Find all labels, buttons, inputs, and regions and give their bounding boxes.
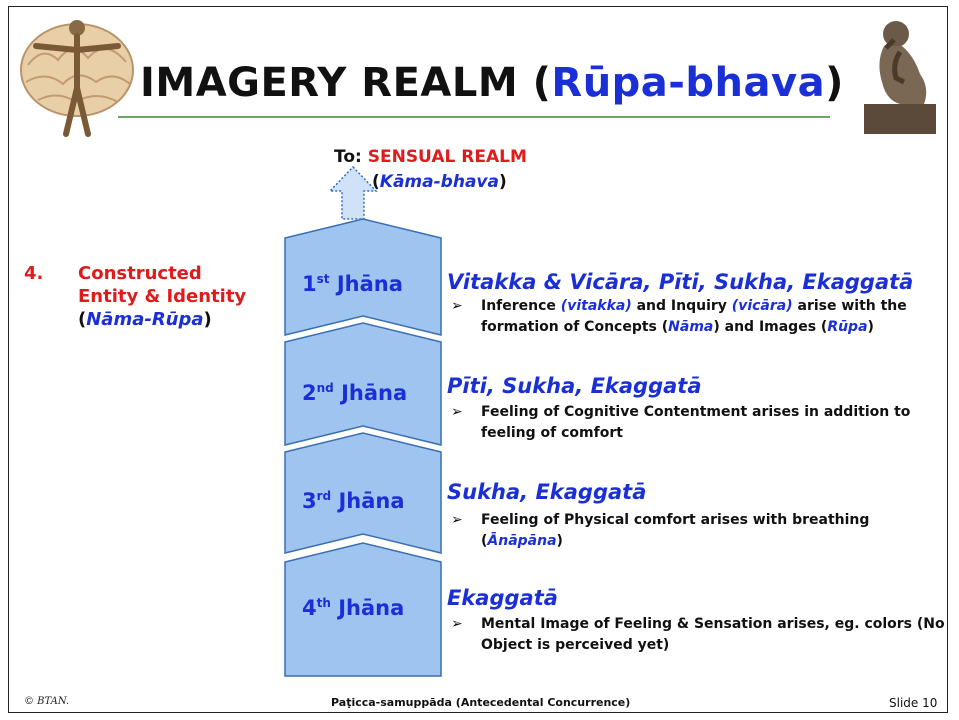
jhana-3-heading: Sukha, Ekaggatā [447, 480, 646, 504]
bullet-arrow-icon: ➢ [451, 402, 463, 423]
jhana-2-label: 2nd Jhāna [302, 381, 407, 405]
footer-title: Paṭicca-samuppāda (Antecedental Concurre… [331, 696, 630, 709]
jhana-4-heading: Ekaggatā [447, 586, 558, 610]
jhana-3-label: 3rd Jhāna [302, 489, 405, 513]
bullet-arrow-icon: ➢ [451, 510, 463, 531]
jhana-2-heading: Pīti, Sukha, Ekaggatā [447, 374, 702, 398]
footer-copyright: © BTAN. [24, 696, 69, 707]
jhana-4-label: 4th Jhāna [302, 596, 404, 620]
bullet-arrow-icon: ➢ [451, 614, 463, 635]
slide-number: Slide 10 [889, 696, 937, 710]
jhana-1-heading: Vitakka & Vicāra, Pīti, Sukha, Ekaggatā [447, 270, 913, 294]
jhana-1-label: 1st Jhāna [302, 272, 403, 296]
bullet-arrow-icon: ➢ [451, 296, 463, 317]
